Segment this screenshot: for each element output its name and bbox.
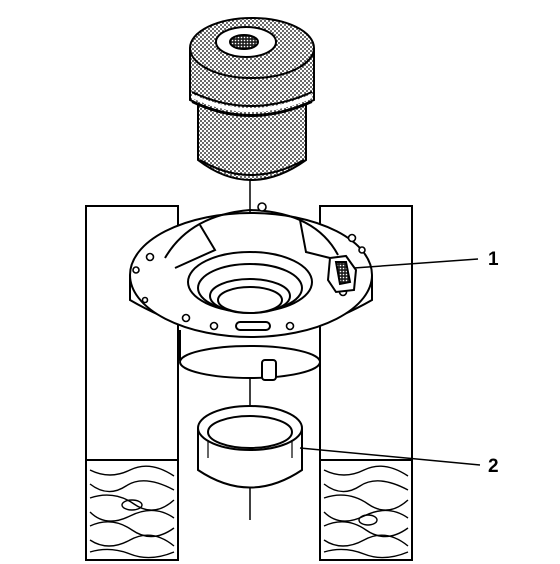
leader-line-1	[353, 258, 479, 269]
leader-line-2	[299, 447, 481, 466]
callout-label-2: 2	[488, 456, 499, 477]
housing-flange	[129, 208, 373, 381]
flange-bolt-holes	[132, 202, 366, 331]
lock-tab	[326, 254, 358, 294]
callout-label-1: 1	[488, 249, 499, 270]
wood-block-right	[319, 459, 413, 561]
press-driver-tool	[189, 17, 315, 181]
bearing-race	[197, 405, 303, 489]
wood-block-left	[85, 459, 179, 561]
leader-lines	[299, 258, 481, 466]
